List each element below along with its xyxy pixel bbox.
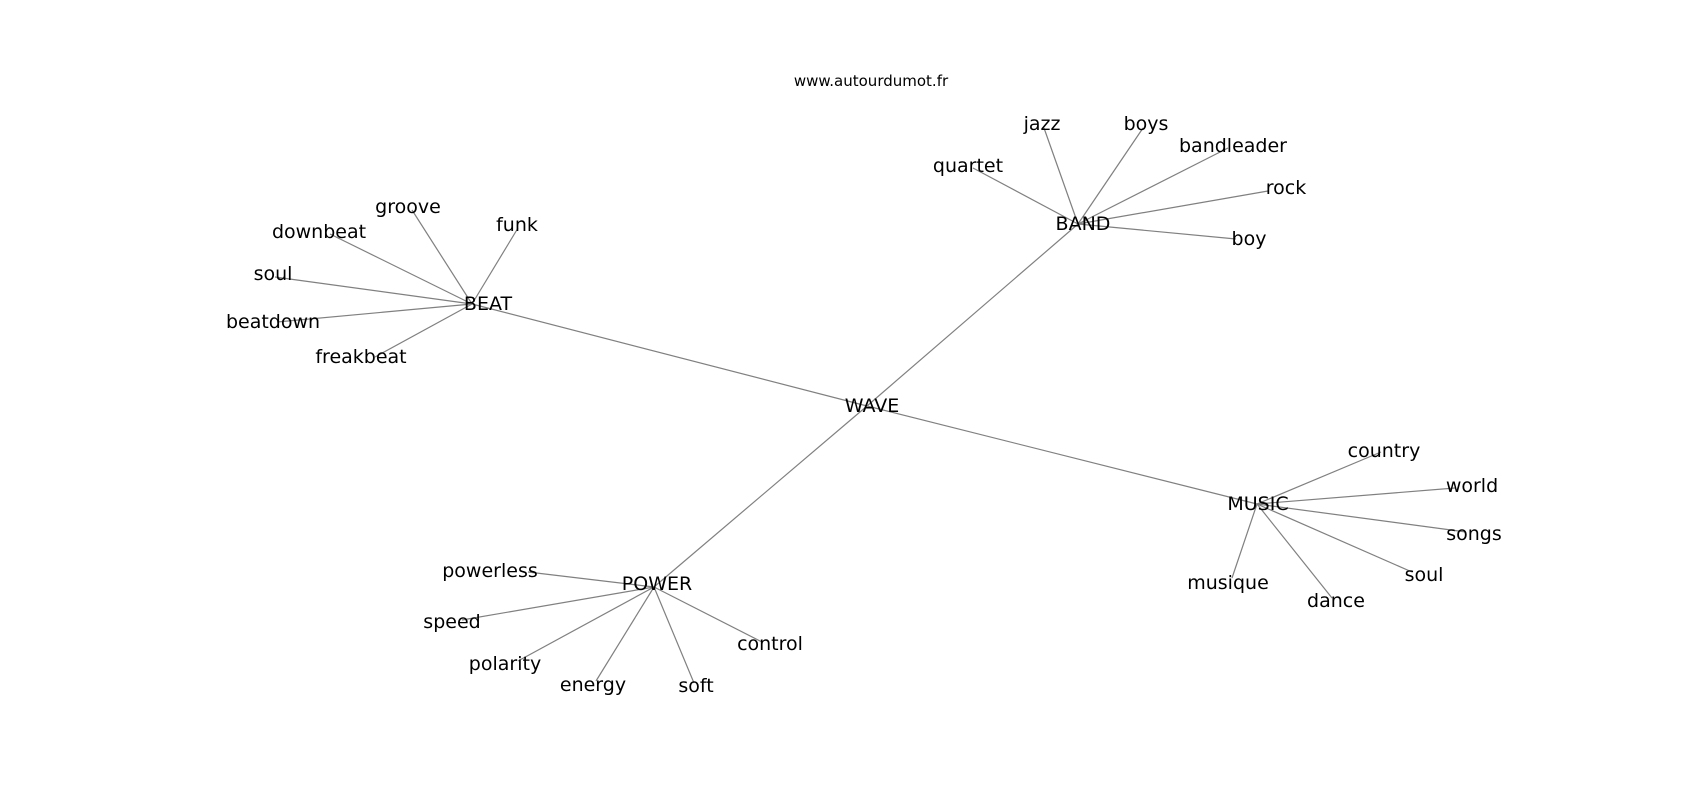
center-node-wave: WAVE xyxy=(845,395,900,417)
leaf-node-band-boy: boy xyxy=(1232,228,1267,250)
hub-node-power: POWER xyxy=(622,573,692,595)
edge-wave-power xyxy=(653,405,868,588)
leaf-node-power-energy: energy xyxy=(560,674,626,696)
leaf-node-band-bandleader: bandleader xyxy=(1179,135,1287,157)
edge-band-rock xyxy=(1077,190,1269,225)
leaf-node-power-speed: speed xyxy=(423,611,480,633)
leaf-node-beat-freakbeat: freakbeat xyxy=(315,346,406,368)
edge-band-quartet xyxy=(972,167,1079,225)
label-layer: groove funk downbeat soul beatdown freakbeat B… xyxy=(226,113,1502,697)
leaf-node-beat-downbeat: downbeat xyxy=(272,221,366,243)
edge-beat-soul xyxy=(274,276,473,305)
leaf-node-band-rock: rock xyxy=(1266,177,1306,199)
leaf-node-beat-beatdown: beatdown xyxy=(226,311,320,333)
leaf-node-band-jazz: jazz xyxy=(1023,113,1061,135)
hub-node-band: BAND xyxy=(1056,213,1111,235)
edge-beat-groove xyxy=(411,209,473,305)
edge-wave-band xyxy=(866,223,1079,407)
edge-music-musique xyxy=(1231,503,1258,579)
leaf-node-beat-funk: funk xyxy=(496,214,538,236)
leaf-node-band-boys: boys xyxy=(1124,113,1169,135)
edge-beat-downbeat xyxy=(329,233,473,305)
leaf-node-music-country: country xyxy=(1348,440,1421,462)
edge-wave-music xyxy=(866,405,1258,505)
edge-wave-beat xyxy=(471,303,868,407)
edge-music-country xyxy=(1256,451,1382,505)
leaf-node-power-soft: soft xyxy=(678,675,713,697)
edge-power-powerless xyxy=(527,571,655,588)
edge-music-world xyxy=(1256,487,1456,505)
edge-band-jazz xyxy=(1043,127,1079,225)
watermark-text: www.autourdumot.fr xyxy=(793,72,949,90)
edge-power-speed xyxy=(461,586,655,621)
leaf-node-music-musique: musique xyxy=(1187,572,1269,594)
edge-band-boy xyxy=(1077,223,1237,240)
leaf-node-power-polarity: polarity xyxy=(469,653,541,675)
edge-beat-beatdown xyxy=(276,303,473,323)
leaf-node-beat-soul: soul xyxy=(254,263,293,285)
edge-music-dance xyxy=(1256,503,1333,599)
hub-node-music: MUSIC xyxy=(1227,493,1288,515)
leaf-node-power-powerless: powerless xyxy=(442,560,538,582)
leaf-node-beat-groove: groove xyxy=(375,196,441,218)
edge-music-soul xyxy=(1256,503,1413,573)
leaf-node-music-songs: songs xyxy=(1446,523,1502,545)
leaf-node-music-dance: dance xyxy=(1307,590,1365,612)
edge-power-control xyxy=(653,586,763,643)
edge-music-songs xyxy=(1256,503,1467,533)
leaf-node-band-quartet: quartet xyxy=(933,155,1003,177)
edge-beat-freakbeat xyxy=(374,303,473,358)
edge-band-boys xyxy=(1077,127,1144,225)
edge-layer xyxy=(274,127,1467,684)
leaf-node-music-world: world xyxy=(1446,475,1498,497)
edge-band-bandleader xyxy=(1077,147,1229,225)
hub-node-beat: BEAT xyxy=(464,293,513,315)
edge-power-polarity xyxy=(517,586,655,662)
edge-power-energy xyxy=(595,586,655,682)
leaf-node-power-control: control xyxy=(737,633,803,655)
edge-power-soft xyxy=(653,586,695,684)
leaf-node-music-soul: soul xyxy=(1405,564,1444,586)
edge-beat-funk xyxy=(471,227,519,305)
